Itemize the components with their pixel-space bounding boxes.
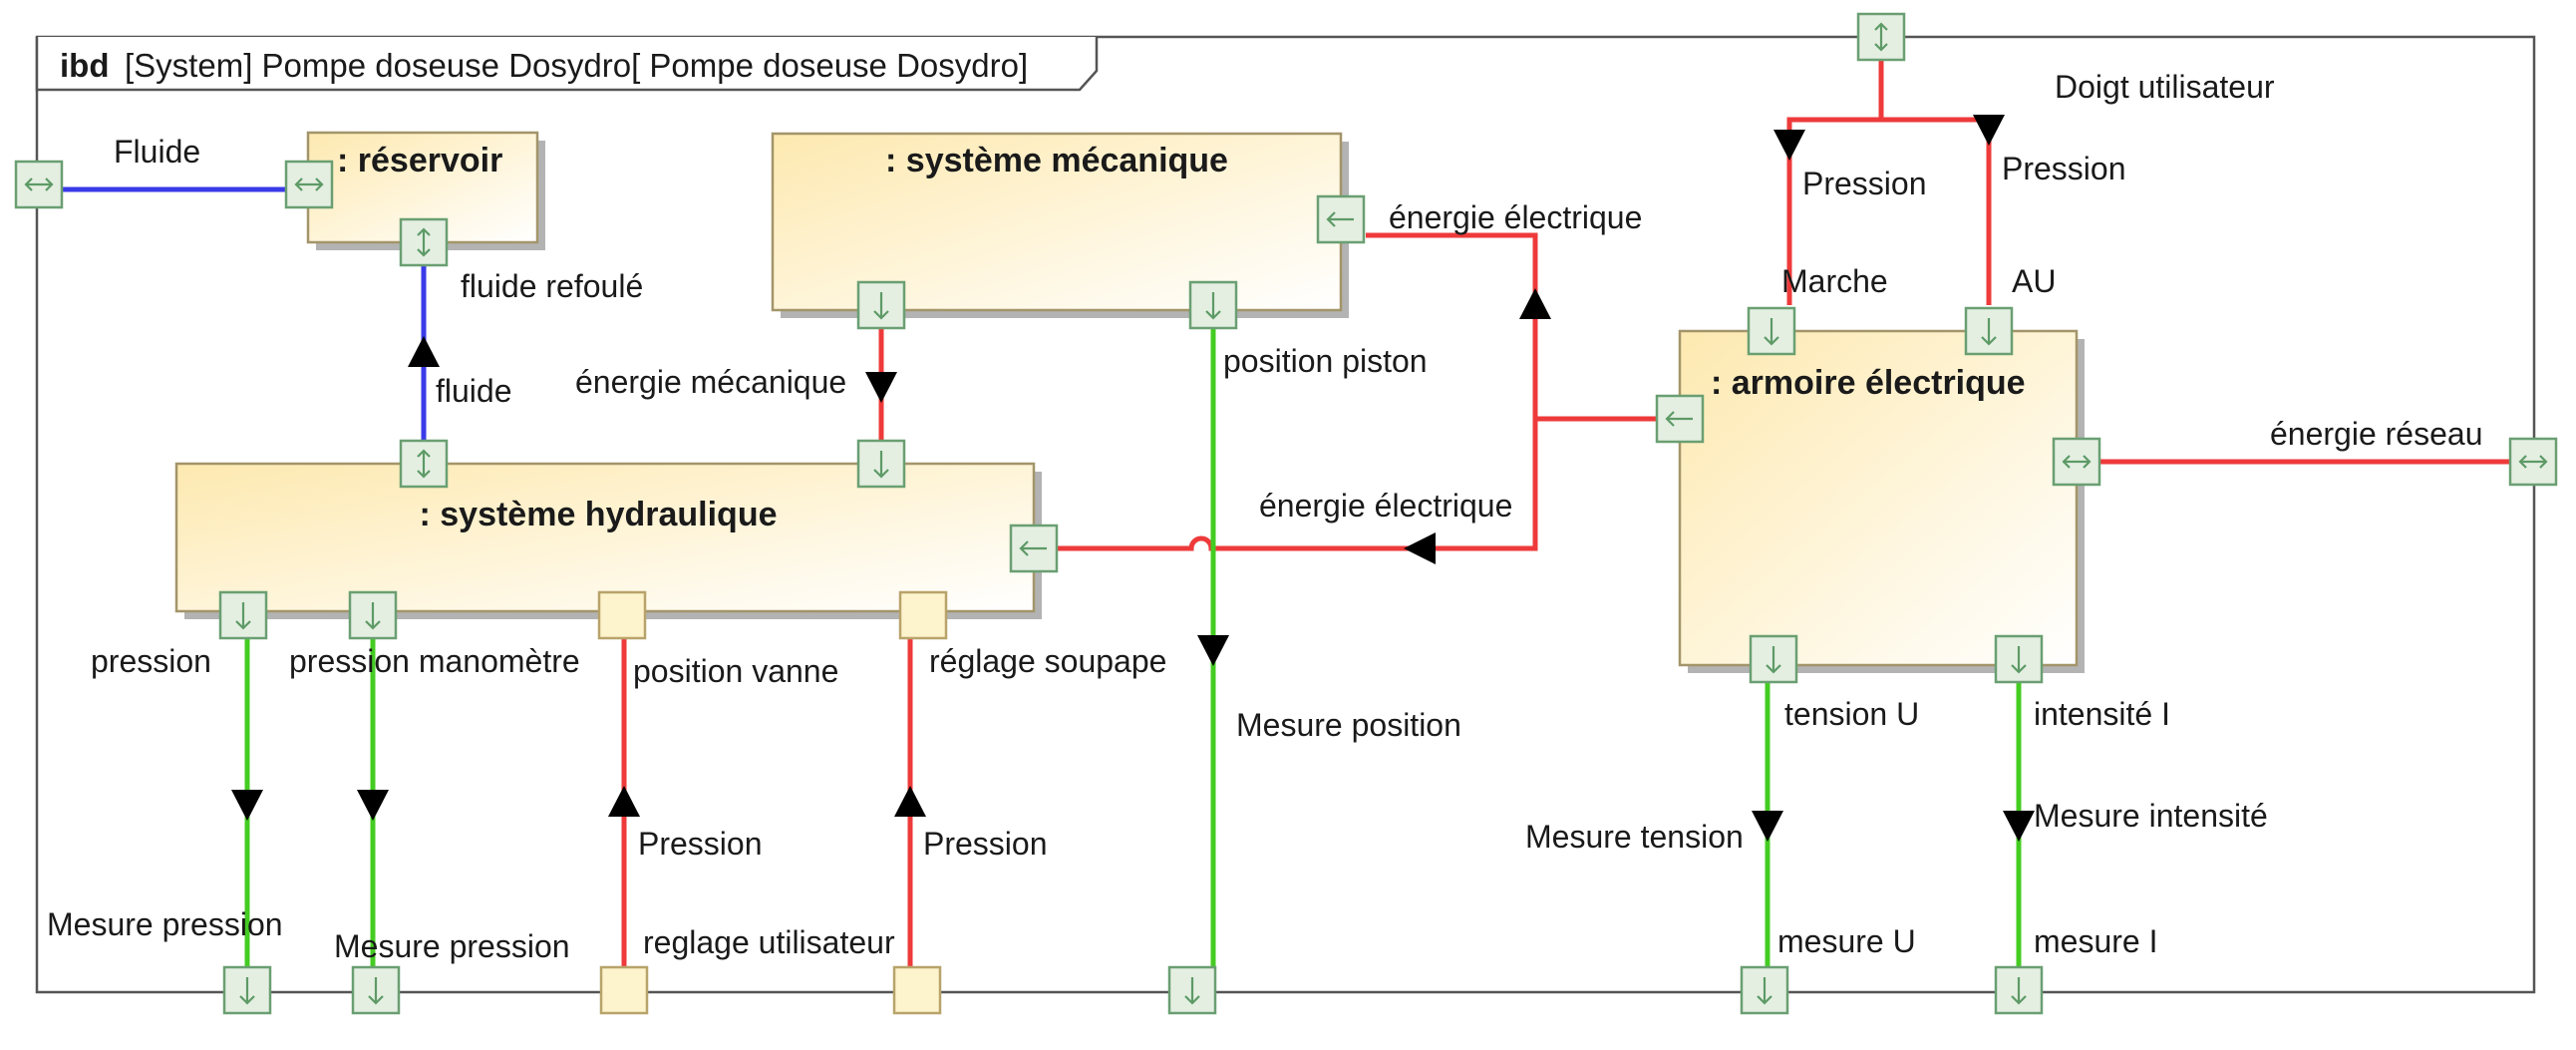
label-doigt-utilisateur: Doigt utilisateur xyxy=(2055,69,2275,105)
label-energie-electrique-meca: énergie électrique xyxy=(1389,199,1642,235)
frame-title: [System] Pompe doseuse Dosydro[ Pompe do… xyxy=(125,47,1028,84)
port-mesure-i[interactable] xyxy=(1994,965,2044,1015)
arrow-down-pression-right xyxy=(1973,115,2005,146)
block-hydraulique-title: : système hydraulique xyxy=(419,496,777,533)
port-armoire-marche[interactable] xyxy=(1747,306,1796,356)
port-armoire-tension[interactable] xyxy=(1749,634,1798,684)
label-mesure-i: mesure I xyxy=(2034,923,2157,959)
label-intensite-i: intensité I xyxy=(2034,696,2170,732)
port-hydraulique-energie-electrique[interactable] xyxy=(1009,524,1059,573)
label-tension-u: tension U xyxy=(1784,696,1919,732)
port-reglage-utilisateur-1[interactable] xyxy=(599,965,649,1015)
arrow-down-pression-left xyxy=(1773,130,1805,161)
port-hydraulique-pression[interactable] xyxy=(218,590,268,640)
port-hydraulique-reglage-soupape[interactable] xyxy=(898,590,948,640)
arrow-down-mesure-position xyxy=(1197,635,1229,666)
label-energie-mecanique: énergie mécanique xyxy=(575,364,846,400)
label-fluide-ext: Fluide xyxy=(114,134,200,170)
label-energie-electrique-hydro: énergie électrique xyxy=(1259,488,1512,524)
port-hydraulique-energie-mecanique[interactable] xyxy=(856,439,906,489)
label-reglage-utilisateur: reglage utilisateur xyxy=(643,924,895,960)
label-pression-left: Pression xyxy=(1802,166,1927,201)
label-mesure-tension: Mesure tension xyxy=(1525,819,1744,855)
port-doigt-utilisateur[interactable] xyxy=(1856,12,1906,62)
port-mesure-u[interactable] xyxy=(1740,965,1789,1015)
label-mesure-pression-1: Mesure pression xyxy=(47,906,283,942)
arrow-down-pression xyxy=(231,790,263,821)
port-armoire-au[interactable] xyxy=(1964,306,2014,356)
label-pression-manometre: pression manomètre xyxy=(289,643,580,679)
label-reglage-soupape: réglage soupape xyxy=(929,643,1166,679)
port-reglage-utilisateur-2[interactable] xyxy=(892,965,942,1015)
port-reservoir-refoule[interactable] xyxy=(399,217,449,267)
arrow-down-pression-manometre xyxy=(357,790,389,821)
port-armoire-energie-reseau[interactable] xyxy=(2052,437,2101,487)
arrow-up-pression-soupape xyxy=(894,786,926,817)
label-mesure-intensite: Mesure intensité xyxy=(2034,798,2268,834)
label-position-vanne: position vanne xyxy=(633,653,838,689)
block-armoire-title: : armoire électrique xyxy=(1711,364,2026,402)
port-mecanique-energie-electrique[interactable] xyxy=(1316,194,1366,244)
label-energie-reseau: énergie réseau xyxy=(2270,416,2482,452)
label-pression-right: Pression xyxy=(2002,151,2126,186)
arrow-down-mesure-intensite xyxy=(2003,811,2035,842)
label-mesure-u: mesure U xyxy=(1777,923,1916,959)
flow-arrows xyxy=(231,115,2035,842)
label-fluide-refoule: fluide refoulé xyxy=(461,268,643,304)
port-hydraulique-fluide[interactable] xyxy=(399,439,449,489)
port-armoire-intensite[interactable] xyxy=(1994,634,2044,684)
arrow-up-pression-vanne xyxy=(608,786,640,817)
port-mesure-position[interactable] xyxy=(1167,965,1217,1015)
block-reservoir-title: : réservoir xyxy=(337,142,502,179)
arrow-down-energie-mecanique xyxy=(865,372,897,403)
arrow-up-energie-electrique xyxy=(1519,288,1551,319)
ports xyxy=(14,12,2558,1015)
port-mecanique-position-piston[interactable] xyxy=(1188,280,1238,330)
port-mesure-pression-1[interactable] xyxy=(222,965,272,1015)
label-mesure-position: Mesure position xyxy=(1236,707,1461,743)
label-mesure-pression-2: Mesure pression xyxy=(334,928,570,964)
port-armoire-energie-electrique[interactable] xyxy=(1655,394,1705,444)
port-energie-reseau-ext[interactable] xyxy=(2508,437,2558,487)
block-armoire-electrique[interactable]: : armoire électrique xyxy=(1678,329,2085,673)
frame-keyword: ibd xyxy=(60,47,109,84)
connector-labels: Fluide fluide refoulé fluide énergie méc… xyxy=(47,69,2482,964)
port-reservoir-fluide[interactable] xyxy=(284,160,334,209)
port-hydraulique-position-vanne[interactable] xyxy=(597,590,647,640)
arrow-up-fluide xyxy=(408,336,440,367)
label-pression-soupape: Pression xyxy=(923,826,1048,862)
label-au: AU xyxy=(2012,263,2056,299)
label-pression-vanne: Pression xyxy=(638,826,763,862)
port-fluide-ext[interactable] xyxy=(14,160,64,209)
port-mesure-pression-2[interactable] xyxy=(351,965,401,1015)
connector-doigt-marche xyxy=(1786,51,1884,305)
label-pression: pression xyxy=(91,643,211,679)
block-mecanique-title: : système mécanique xyxy=(885,142,1228,179)
connector-doigt-au xyxy=(1881,117,1992,305)
arrow-left-energie-electrique xyxy=(1404,532,1436,564)
label-position-piston: position piston xyxy=(1223,343,1428,379)
diagram-frame: ibd [System] Pompe doseuse Dosydro[ Pomp… xyxy=(35,35,2536,994)
arrow-down-mesure-tension xyxy=(1752,811,1783,842)
port-hydraulique-pression-manometre[interactable] xyxy=(348,590,398,640)
label-marche: Marche xyxy=(1781,263,1888,299)
label-fluide: fluide xyxy=(436,373,512,409)
port-mecanique-energie-mecanique[interactable] xyxy=(856,280,906,330)
